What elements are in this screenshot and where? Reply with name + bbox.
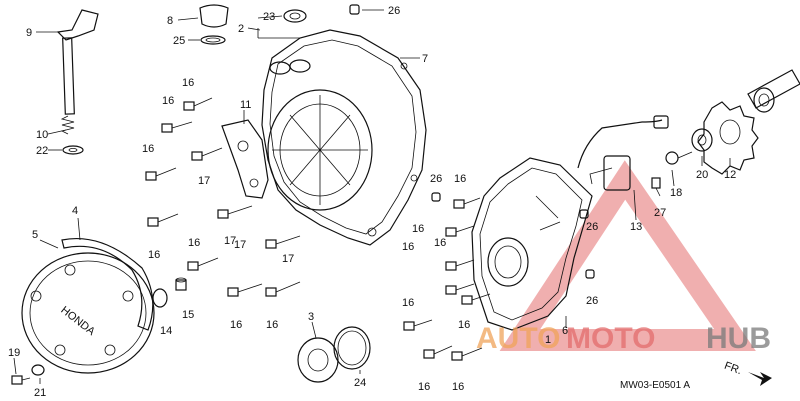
label-21: 21 <box>34 387 46 399</box>
label-14: 14 <box>160 325 172 337</box>
label-2: 2 <box>238 23 244 35</box>
sprocket-group <box>691 69 800 175</box>
bolts-right <box>403 192 595 361</box>
label-16-m: 16 <box>418 381 430 393</box>
label-16-f: 16 <box>230 319 242 331</box>
label-27: 27 <box>654 207 666 219</box>
label-16-l: 16 <box>402 297 414 309</box>
label-10: 10 <box>36 129 48 141</box>
label-15: 15 <box>182 309 194 321</box>
label-19: 19 <box>8 347 20 359</box>
label-6: 6 <box>562 325 568 337</box>
label-16-e: 16 <box>188 237 200 249</box>
bolt-washer-19-21 <box>11 364 45 385</box>
label-26-c: 26 <box>586 221 598 233</box>
label-16-a: 16 <box>182 77 194 89</box>
label-16-b: 16 <box>162 95 174 107</box>
label-1: 1 <box>545 334 551 346</box>
label-16-g: 16 <box>266 319 278 331</box>
seal-and-oring <box>297 326 371 383</box>
label-16-c: 16 <box>142 143 154 155</box>
label-11: 11 <box>240 99 251 111</box>
label-16-j: 16 <box>402 241 414 253</box>
label-20: 20 <box>696 169 708 181</box>
label-7: 7 <box>422 53 428 65</box>
label-9: 9 <box>26 27 32 39</box>
label-17-b: 17 <box>224 235 236 247</box>
label-17-c: 17 <box>282 253 294 265</box>
collars <box>152 277 187 308</box>
drawing-code: MW03-E0501 A <box>620 380 690 391</box>
callouts: 9 10 22 8 25 2 23 26 7 11 16 16 16 17 17… <box>8 5 736 399</box>
label-4: 4 <box>72 205 78 217</box>
direction-label: FR. <box>723 360 744 377</box>
label-16-d: 16 <box>148 249 160 261</box>
label-17-d: 17 <box>234 239 246 251</box>
right-crankcase-cover <box>261 29 427 246</box>
label-26-b: 26 <box>430 173 442 185</box>
dipstick-rod <box>56 9 99 155</box>
label-16-k: 16 <box>434 237 446 249</box>
label-18: 18 <box>670 187 682 199</box>
watermark-text: AUTO MOTO HUB <box>476 322 771 355</box>
label-13: 13 <box>630 221 642 233</box>
cover-marking: HONDA <box>58 304 97 338</box>
watermark-part-auto: AUTO <box>476 322 560 355</box>
label-23: 23 <box>263 11 275 23</box>
left-crankcase-cover <box>471 157 593 331</box>
label-22: 22 <box>36 145 48 157</box>
cover-gasket-small <box>221 119 269 199</box>
label-25: 25 <box>173 35 185 47</box>
watermark-triangle <box>499 160 756 351</box>
label-26-d: 26 <box>586 295 598 307</box>
label-3: 3 <box>308 311 314 323</box>
label-16-i: 16 <box>412 223 424 235</box>
alternator-cover: HONDA <box>21 237 155 374</box>
label-16-o: 16 <box>458 319 470 331</box>
label-16-h: 16 <box>454 173 466 185</box>
label-16-n: 16 <box>452 381 464 393</box>
label-26-top: 26 <box>388 5 400 17</box>
label-12: 12 <box>724 169 736 181</box>
label-24: 24 <box>354 377 366 389</box>
label-5: 5 <box>32 229 38 241</box>
label-17-a: 17 <box>198 175 210 187</box>
watermark-part-moto: MOTO <box>566 322 655 355</box>
sensor-harness <box>577 115 693 191</box>
bolts-left <box>145 97 301 297</box>
watermark-part-hub: HUB <box>706 322 771 355</box>
label-8: 8 <box>167 15 173 27</box>
front-direction-arrow-icon: FR. <box>723 360 772 386</box>
filler-cap-group <box>199 4 360 45</box>
leader-lines <box>13 9 731 384</box>
